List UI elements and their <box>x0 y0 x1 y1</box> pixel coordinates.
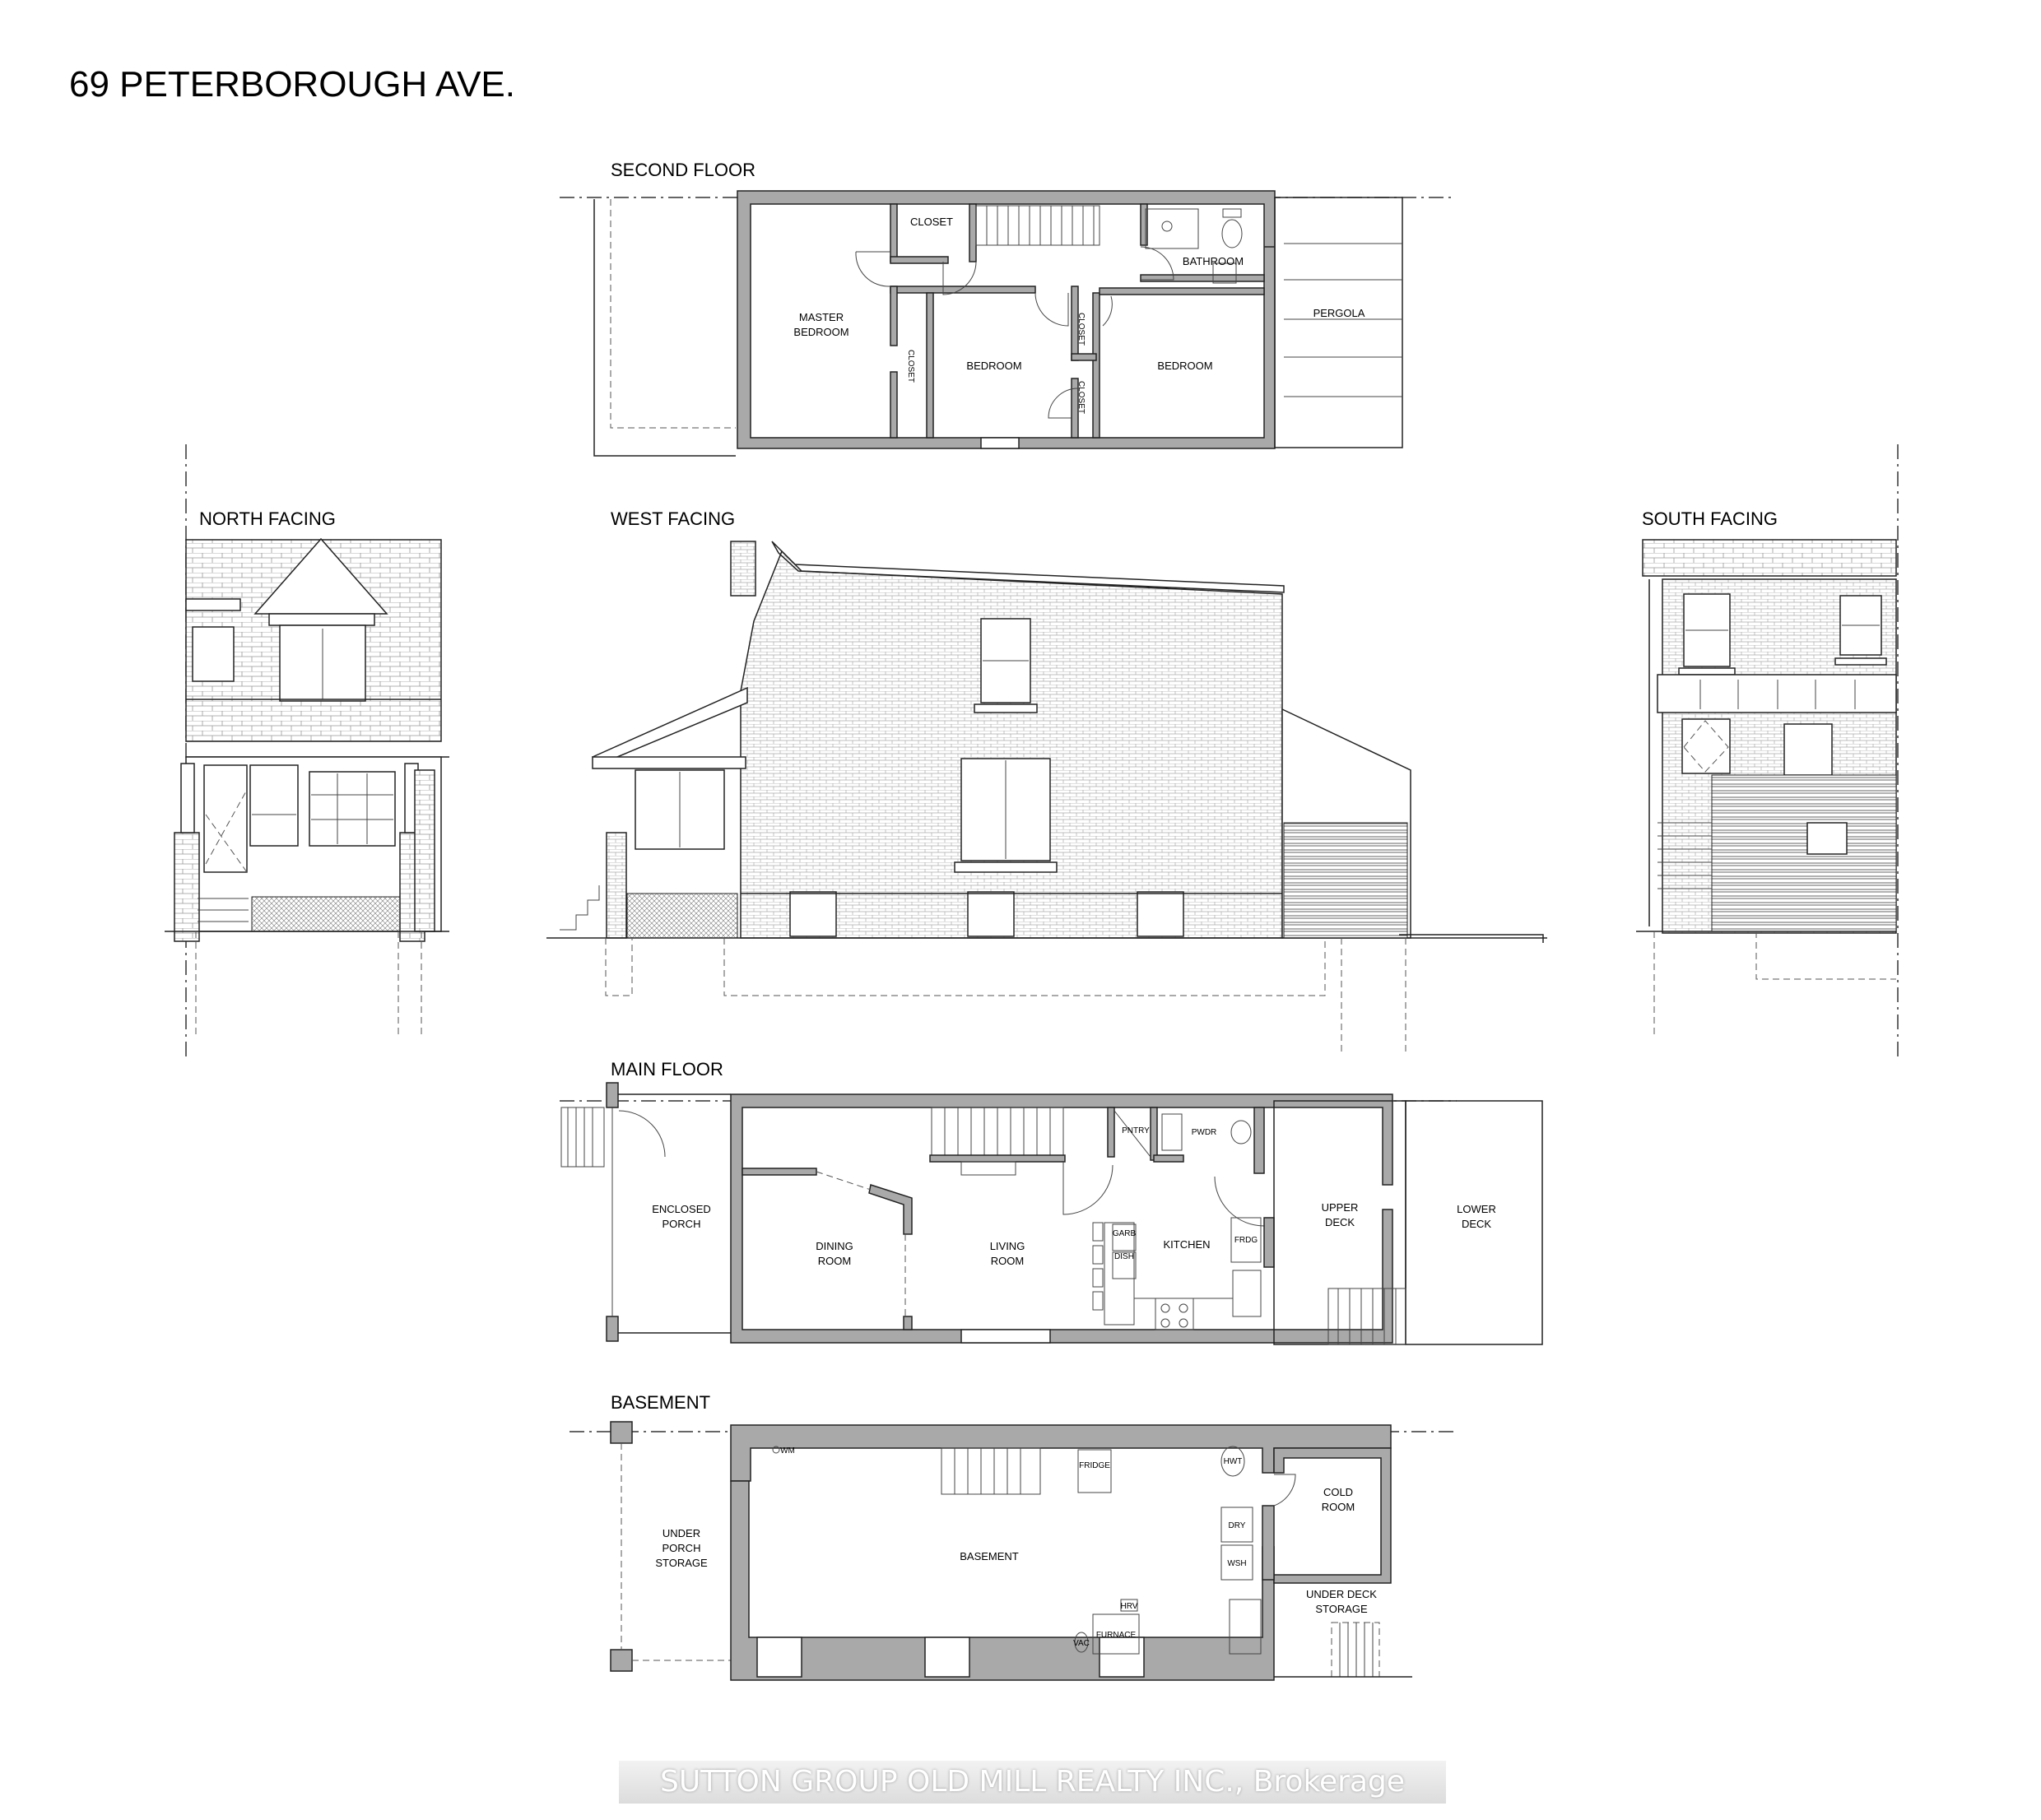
basement-label: BASEMENT <box>611 1392 710 1413</box>
basement-plan: BASEMENT UNDER PORCH STORAGE <box>570 1392 1457 1681</box>
room-label-living-room: LIVING <box>990 1240 1025 1252</box>
room-label-bedroom: BEDROOM <box>1157 360 1212 372</box>
room-label-pergola: PERGOLA <box>1313 307 1365 319</box>
room-label-powder-room: PWDR <box>1192 1128 1217 1137</box>
room-label-master-bedroom: MASTER <box>799 311 844 323</box>
room-label-closet: CLOSET <box>910 216 953 228</box>
room-label-closet: CLOSET <box>1076 381 1086 414</box>
main-floor-plan: MAIN FLOOR <box>560 1059 1543 1345</box>
appliance-label-hot-water-tank: HWT <box>1224 1457 1243 1466</box>
room-label-bedroom: BEDROOM <box>966 360 1021 372</box>
appliance-label-hrv: HRV <box>1121 1602 1138 1611</box>
room-label-under-deck-storage: UNDER DECK <box>1306 1588 1377 1600</box>
south-elevation: SOUTH FACING <box>1636 444 1899 1057</box>
page-title: 69 PETERBOROUGH AVE. <box>69 64 515 104</box>
fixture-label-water-meter: WM <box>780 1446 795 1456</box>
room-label-master-bedroom: BEDROOM <box>793 326 848 338</box>
south-facing-label: SOUTH FACING <box>1642 508 1778 529</box>
room-label-cold-room: COLD <box>1323 1486 1353 1498</box>
north-facing-label: NORTH FACING <box>199 508 336 529</box>
west-elevation: WEST FACING <box>546 508 1547 1053</box>
room-label-closet: CLOSET <box>906 350 915 383</box>
appliance-label-dishwasher: DISH <box>1114 1252 1134 1261</box>
second-floor-plan: SECOND FLOOR <box>560 160 1455 457</box>
room-label-under-deck-storage: STORAGE <box>1315 1603 1368 1615</box>
north-elevation: NORTH FACING <box>165 444 449 1057</box>
room-label-basement: BASEMENT <box>960 1550 1019 1562</box>
west-facing-label: WEST FACING <box>611 508 735 529</box>
appliance-label-central-vac: VAC <box>1073 1639 1090 1648</box>
room-label-under-porch-storage: STORAGE <box>655 1557 708 1569</box>
room-label-dining-room: DINING <box>816 1240 853 1252</box>
room-label-lower-deck: DECK <box>1462 1218 1491 1230</box>
room-label-living-room: ROOM <box>991 1255 1024 1267</box>
exterior-wall <box>730 1093 1393 1344</box>
room-label-enclosed-porch: ENCLOSED <box>652 1203 711 1215</box>
appliance-label-dryer: DRY <box>1229 1521 1246 1530</box>
room-label-closet: CLOSET <box>1076 313 1086 346</box>
appliance-label-furnace: FURNACE <box>1096 1631 1137 1640</box>
brokerage-watermark: SUTTON GROUP OLD MILL REALTY INC., Broke… <box>619 1761 1446 1804</box>
room-label-dining-room: ROOM <box>818 1255 851 1267</box>
room-label-pantry: PNTRY <box>1122 1126 1150 1135</box>
appliance-label-fridge: FRIDGE <box>1079 1461 1110 1470</box>
room-label-kitchen: KITCHEN <box>1163 1238 1210 1251</box>
room-label-upper-deck: DECK <box>1325 1216 1355 1228</box>
appliance-label-washer: WSH <box>1227 1559 1246 1568</box>
room-label-enclosed-porch: PORCH <box>663 1218 701 1230</box>
room-label-under-porch-storage: PORCH <box>663 1542 701 1554</box>
pergola <box>1274 197 1403 448</box>
stairs <box>975 205 1100 246</box>
appliance-label-garbage: GARB <box>1113 1229 1137 1238</box>
room-label-under-porch-storage: UNDER <box>663 1527 700 1539</box>
room-label-cold-room: ROOM <box>1322 1501 1355 1513</box>
main-floor-label: MAIN FLOOR <box>611 1059 723 1079</box>
appliance-label-fridge: FRDG <box>1234 1236 1258 1245</box>
room-label-upper-deck: UPPER <box>1322 1201 1359 1214</box>
room-label-bathroom: BATHROOM <box>1183 255 1244 267</box>
second-floor-label: SECOND FLOOR <box>611 160 755 180</box>
room-label-lower-deck: LOWER <box>1457 1203 1496 1215</box>
